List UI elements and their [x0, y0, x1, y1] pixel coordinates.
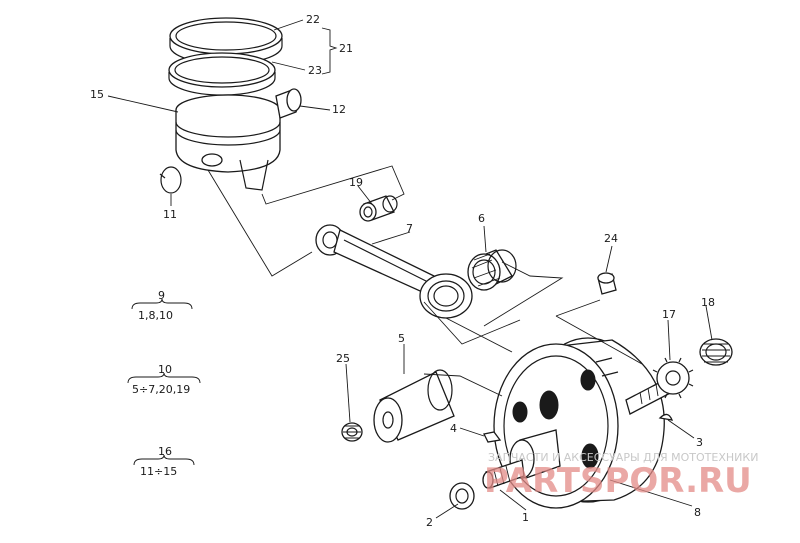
leader-lines: [107, 19, 713, 519]
label-23: 23: [308, 64, 322, 77]
label-25: 25: [336, 352, 350, 365]
label-4: 4: [450, 422, 457, 435]
spring-bush: [341, 422, 363, 442]
label-22: 22: [306, 13, 320, 26]
roller-cage: [699, 338, 733, 366]
group-16-number: 16: [158, 445, 172, 458]
watermark-logo: PARTSPOR.RU: [484, 461, 752, 501]
label-15: 15: [90, 88, 104, 101]
label-6: 6: [478, 212, 485, 225]
connecting-rod: [315, 224, 473, 319]
crank-pin: [373, 369, 455, 443]
piston-rings: [168, 17, 283, 96]
group-16-items: 11÷15: [140, 465, 177, 478]
label-24: 24: [604, 232, 618, 245]
watermark-caption: ЗАПЧАСТИ И АКСЕССУАРЫ ДЛЯ МОТОТЕХНИКИ: [488, 451, 758, 464]
circlip: [159, 166, 182, 194]
label-18: 18: [701, 296, 715, 309]
assembly-lines: [207, 165, 643, 397]
label-17: 17: [662, 308, 676, 321]
label-7: 7: [406, 222, 413, 235]
label-8: 8: [694, 506, 701, 519]
output-shaft: [625, 357, 694, 415]
watermark: ЗАПЧАСТИ И АКСЕССУАРЫ ДЛЯ МОТОТЕХНИКИ PA…: [484, 451, 758, 501]
group-9-number: 9: [158, 289, 165, 302]
group-9-items: 1,8,10: [138, 309, 173, 322]
part-labels: 22 21 23 15 12 11 19 7 6 24 17 18 5 25 4…: [90, 13, 715, 529]
group-10-number: 10: [158, 363, 172, 376]
label-19: 19: [349, 176, 363, 189]
label-5: 5: [398, 332, 405, 345]
group-10-items: 5÷7,20,19: [132, 383, 190, 396]
main-shaft: [482, 429, 561, 489]
piston: [175, 88, 302, 191]
needle-bearing: [467, 249, 517, 291]
bushing: [597, 272, 617, 295]
label-3: 3: [696, 436, 703, 449]
label-2: 2: [426, 516, 433, 529]
small-end-bearing: [359, 195, 398, 222]
woodruff-key: [658, 413, 674, 421]
label-11: 11: [163, 208, 177, 221]
label-21: 21: [339, 42, 353, 55]
label-1: 1: [522, 511, 529, 524]
thrust-washer: [449, 482, 475, 510]
small-key: [483, 431, 502, 443]
group-legend: 9 1,8,10 10 5÷7,20,19 16 11÷15: [127, 289, 201, 478]
label-12: 12: [332, 103, 346, 116]
